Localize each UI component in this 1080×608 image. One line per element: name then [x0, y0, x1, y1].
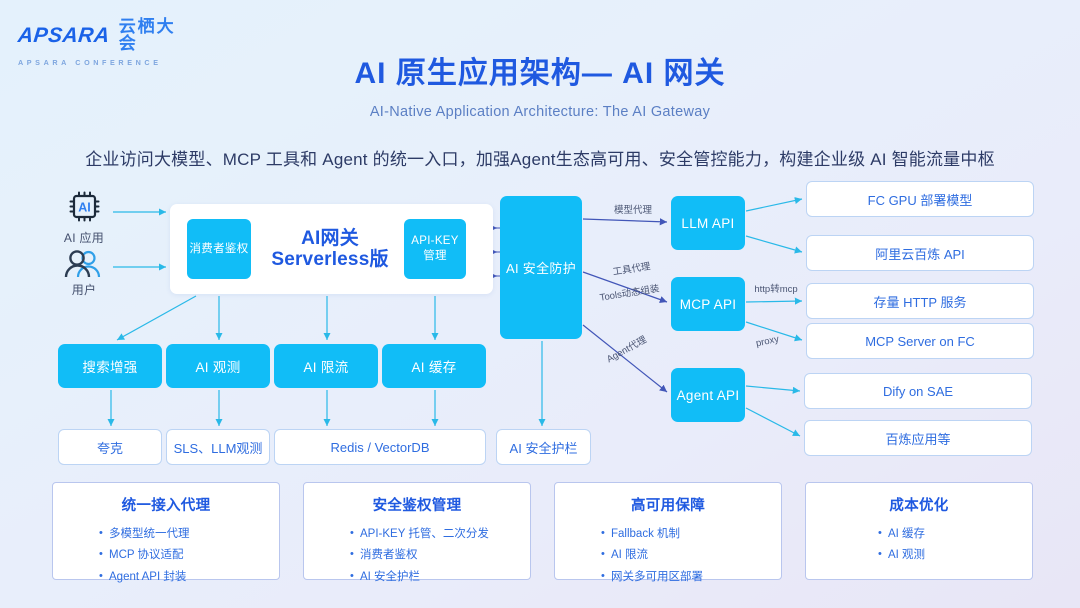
- gateway-apikey-line1: API-KEY: [411, 235, 459, 248]
- llm-api-node[interactable]: LLM API: [671, 196, 745, 250]
- gateway-consumer-auth-box[interactable]: 消费者鉴权: [187, 219, 251, 279]
- apsara-logo: APSARA 云栖大会 APSARA CONFERENCE: [17, 17, 188, 67]
- edge-label-proxy: proxy: [755, 334, 780, 350]
- target-bailian-api[interactable]: 阿里云百炼 API: [806, 235, 1034, 271]
- actor-label-ai-app: AI 应用: [63, 231, 105, 245]
- feature-ai-cache[interactable]: AI 缓存: [382, 344, 486, 388]
- target-mcp-server-on-fc[interactable]: MCP Server on FC: [806, 323, 1034, 359]
- gateway-apikey-box[interactable]: API-KEY 管理: [404, 219, 466, 279]
- ai-security-protection-box[interactable]: AI 安全防护: [500, 196, 582, 339]
- list-item: API-KEY 托管、二次分发: [350, 523, 530, 545]
- summary-card-list: 多模型统一代理 MCP 协议适配 Agent API 封装: [53, 523, 279, 588]
- list-item: AI 缓存: [878, 523, 1032, 545]
- summary-card-security-auth: 安全鉴权管理 API-KEY 托管、二次分发 消费者鉴权 AI 安全护栏: [303, 482, 531, 586]
- edge-label-tool-proxy: 工具代理: [612, 261, 652, 278]
- summary-card-cost-optimization: 成本优化 AI 缓存 AI 观测: [805, 482, 1033, 580]
- chip-ai-icon: AI: [69, 191, 100, 222]
- mcp-api-node[interactable]: MCP API: [671, 277, 745, 331]
- summary-card-high-availability: 高可用保障 Fallback 机制 AI 限流 网关多可用区部署: [554, 482, 782, 586]
- feature-ai-rate-limit[interactable]: AI 限流: [274, 344, 378, 388]
- summary-card-list: API-KEY 托管、二次分发 消费者鉴权 AI 安全护栏: [304, 523, 530, 588]
- list-item: Fallback 机制: [601, 523, 781, 545]
- summary-card-title: 安全鉴权管理: [372, 498, 462, 514]
- page-title: AI 原生应用架构— AI 网关: [354, 57, 726, 90]
- gateway-apikey-line2: 管理: [423, 250, 447, 262]
- target-bailian-apps[interactable]: 百炼应用等: [804, 420, 1032, 456]
- svg-text:AI: AI: [78, 201, 91, 215]
- summary-card-title: 统一接入代理: [121, 498, 211, 514]
- list-item: 多模型统一代理: [99, 523, 279, 545]
- list-item: AI 安全护栏: [350, 566, 530, 588]
- impl-quark[interactable]: 夸克: [58, 429, 162, 465]
- summary-card-title: 成本优化: [889, 498, 949, 514]
- list-item: MCP 协议适配: [99, 544, 279, 566]
- agent-api-node[interactable]: Agent API: [671, 368, 745, 422]
- list-item: 网关多可用区部署: [601, 566, 781, 588]
- list-item: 消费者鉴权: [350, 544, 530, 566]
- list-item: Agent API 封装: [99, 566, 279, 588]
- users-icon: [64, 250, 101, 278]
- feature-search-enhance[interactable]: 搜索增强: [58, 344, 162, 388]
- logo-brand-cn: 云栖大会: [118, 17, 176, 53]
- feature-ai-observability[interactable]: AI 观测: [166, 344, 270, 388]
- page-lede: 企业访问大模型、MCP 工具和 Agent 的统一入口，加强Agent生态高可用…: [85, 150, 995, 169]
- impl-sls-llm-observability[interactable]: SLS、LLM观测: [166, 429, 270, 465]
- edge-label-tools-dynamic: Tools动态组装: [599, 282, 661, 303]
- target-dify-on-sae[interactable]: Dify on SAE: [804, 373, 1032, 409]
- actor-label-user: 用户: [71, 283, 97, 297]
- list-item: AI 观测: [878, 544, 1032, 566]
- gateway-title-line1: AI网关: [301, 227, 359, 249]
- summary-card-list: Fallback 机制 AI 限流 网关多可用区部署: [555, 523, 781, 588]
- edge-label-model-proxy: 模型代理: [614, 204, 653, 216]
- summary-card-list: AI 缓存 AI 观测: [806, 523, 1032, 567]
- logo-subtitle: APSARA CONFERENCE: [18, 58, 162, 67]
- edge-label-http2mcp: http转mcp: [754, 283, 797, 295]
- page-subtitle: AI-Native Application Architecture: The …: [369, 104, 711, 120]
- gateway-title: AI网关 Serverless版: [255, 218, 405, 280]
- summary-card-unified-access: 统一接入代理 多模型统一代理 MCP 协议适配 Agent API 封装: [52, 482, 280, 586]
- impl-redis-vectordb[interactable]: Redis / VectorDB: [274, 429, 486, 465]
- gateway-title-line2: Serverless版: [271, 249, 389, 270]
- summary-card-title: 高可用保障: [631, 498, 705, 514]
- target-legacy-http-service[interactable]: 存量 HTTP 服务: [806, 283, 1034, 319]
- list-item: AI 限流: [601, 544, 781, 566]
- impl-ai-guardrail[interactable]: AI 安全护栏: [496, 429, 591, 465]
- target-fc-gpu-model[interactable]: FC GPU 部署模型: [806, 181, 1034, 217]
